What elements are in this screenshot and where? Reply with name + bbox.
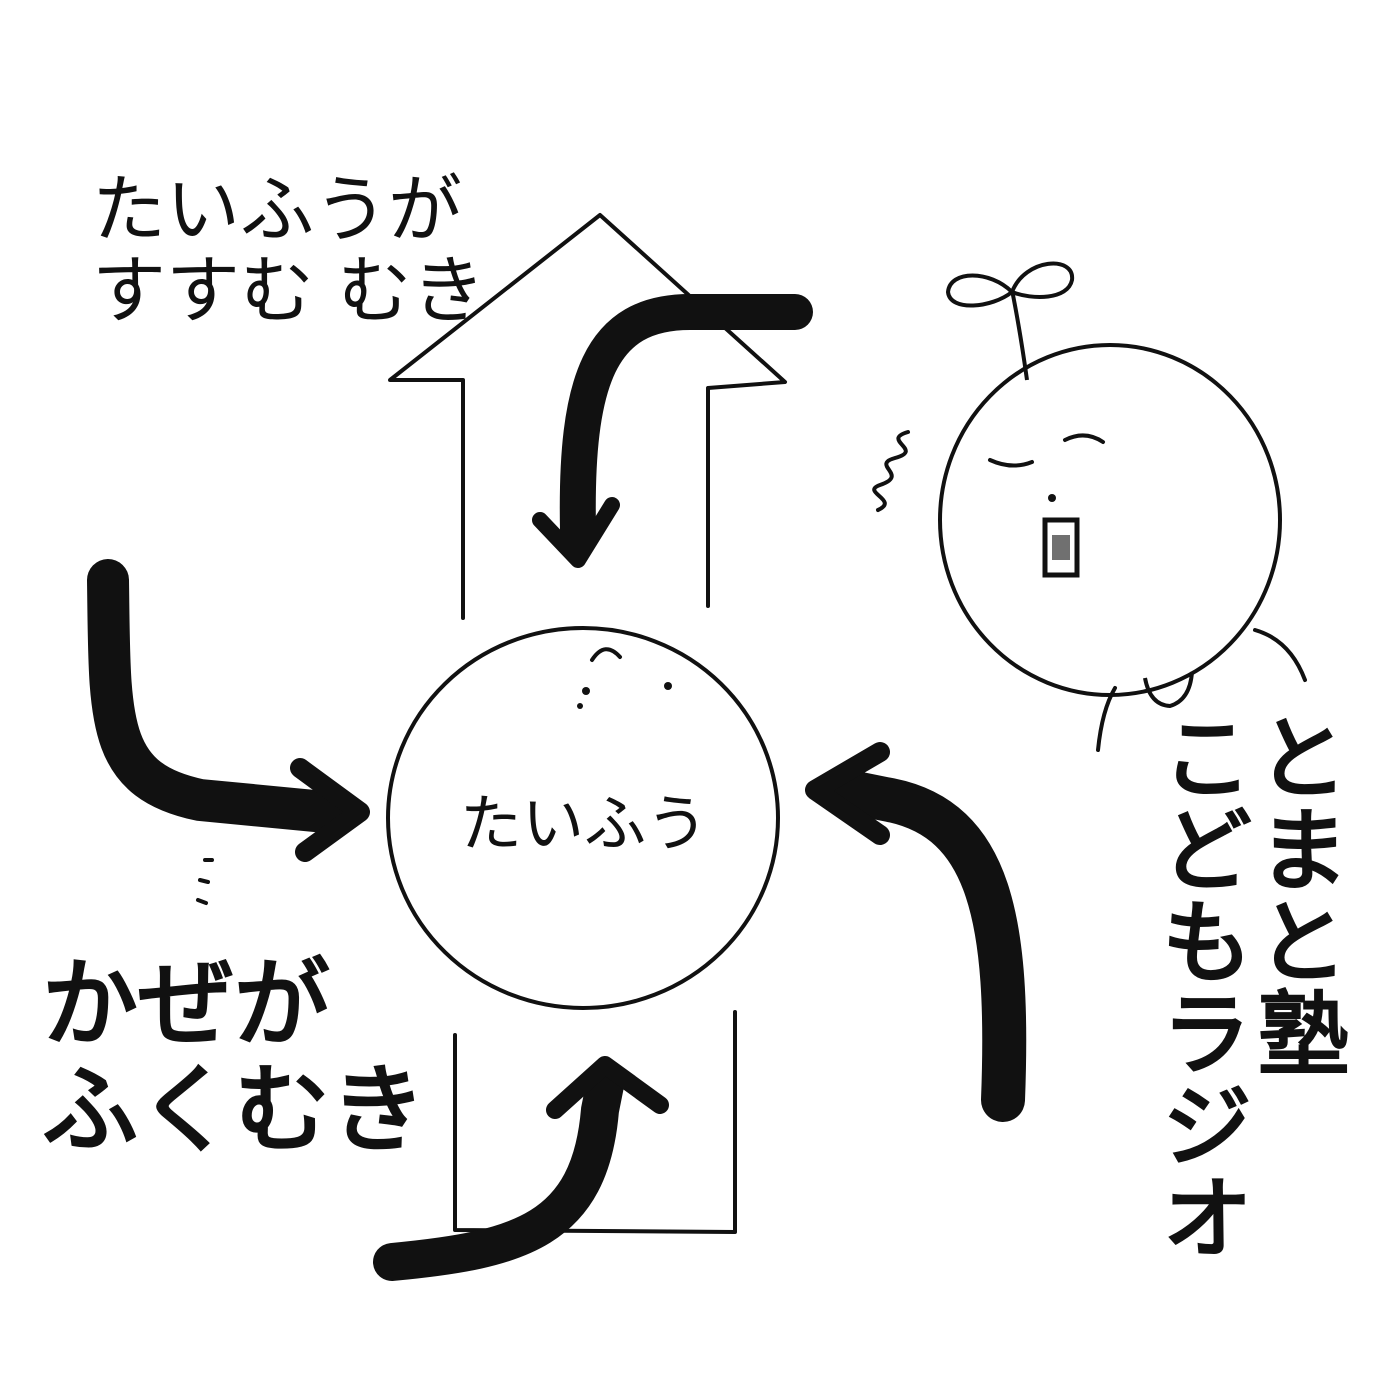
brand-line-1: とまと塾 [1242,710,1350,1078]
heading: たいふうが すすむ むき [92,167,486,335]
character-arm [1096,686,1117,752]
wind-arrow-bottom-head [546,1056,669,1119]
typhoon-eye-right [664,682,672,690]
character-sprout-leaf-right [1009,261,1075,299]
typhoon-circle [386,626,780,1010]
wind-label-line-2: ふくむき [42,1053,426,1166]
character-nose [1048,494,1056,502]
character-mouth [1042,517,1080,578]
typhoon-eyebrow [590,647,622,662]
character-head [938,343,1282,697]
character-sprout-stem [1010,289,1029,381]
wind-arrow-bottom [373,1066,624,1281]
character-shoulder [1253,628,1307,682]
wind-arrow-top-head [532,497,620,568]
heading-line-1: たいふうが [92,167,462,253]
wind-arrow-left-head [290,758,370,862]
typhoon-label: たいふう [460,787,709,860]
character-mouth-inner [1052,535,1070,560]
wind-label-dots [196,858,214,905]
character-eye-right [1063,433,1105,444]
wind-label-line-1: かぜが [42,948,330,1060]
wind-label: かぜが ふくむき [42,948,426,1166]
character-sprout-leaf-left [945,273,1015,308]
typhoon-eye-left [582,687,590,695]
wind-arrow-top [559,294,813,548]
wind-arrow-left [87,559,346,833]
wind-arrow-right-head [805,742,890,845]
typhoon-direction-arrow [388,213,787,1234]
brand-line-2: こどもラジオ [1145,710,1253,1262]
character-breath-squiggle [872,430,910,512]
heading-line-2: すすむ むき [92,248,486,335]
character-hand [1143,671,1194,709]
character-eye-left [988,458,1034,468]
typhoon-dot [577,703,583,709]
wind-arrow-right [818,768,1027,1122]
tomato-character [872,261,1307,752]
brand-label: とまと塾 こどもラジオ [1145,710,1350,1262]
